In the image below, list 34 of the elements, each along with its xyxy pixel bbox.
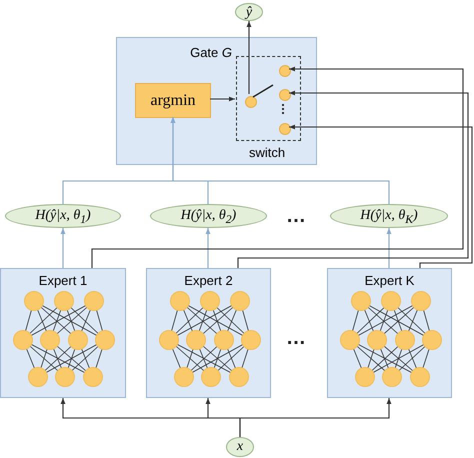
math-symbol: ŷ bbox=[244, 4, 254, 21]
arrow bbox=[60, 228, 66, 268]
argmin-label: argmin bbox=[149, 92, 197, 110]
expert-title: Expert 1 bbox=[38, 273, 88, 289]
expert-panel bbox=[0, 268, 126, 398]
ellipsis-mark: … bbox=[286, 206, 306, 226]
arrow bbox=[91, 66, 464, 268]
switch-contact-circle bbox=[279, 89, 291, 101]
arrow bbox=[206, 228, 210, 268]
switch-contact-circle bbox=[279, 65, 291, 77]
arrow bbox=[386, 228, 392, 268]
entropy-formula: H(ŷ|x, θ$_{1}$) bbox=[34, 207, 92, 228]
arrow bbox=[210, 96, 235, 102]
gate-title: Gate G bbox=[190, 45, 232, 60]
math-symbol: x bbox=[236, 438, 244, 455]
arrow bbox=[246, 21, 252, 94]
ellipsis-mark: … bbox=[286, 328, 306, 348]
switch-pivot-circle bbox=[245, 96, 257, 108]
input-ellipse bbox=[226, 437, 254, 457]
expert-title: Expert 2 bbox=[183, 273, 234, 289]
arrow bbox=[170, 117, 390, 204]
output-ellipse bbox=[235, 3, 263, 21]
switch-contact-circle bbox=[279, 123, 291, 135]
arrow bbox=[289, 124, 473, 268]
argmin-box bbox=[135, 83, 211, 118]
switch-label: switch bbox=[249, 145, 286, 160]
expert-panel bbox=[146, 268, 271, 398]
expert-title: Expert K bbox=[364, 273, 416, 289]
gate-panel bbox=[116, 37, 317, 165]
expert-panel bbox=[327, 268, 452, 398]
arrow bbox=[239, 398, 392, 437]
entropy-formula: H(ŷ|x, θ$_{K}$) bbox=[359, 207, 419, 228]
arrow bbox=[237, 90, 469, 268]
entropy-formula: H(ŷ|x, θ$_{2}$) bbox=[180, 207, 238, 228]
